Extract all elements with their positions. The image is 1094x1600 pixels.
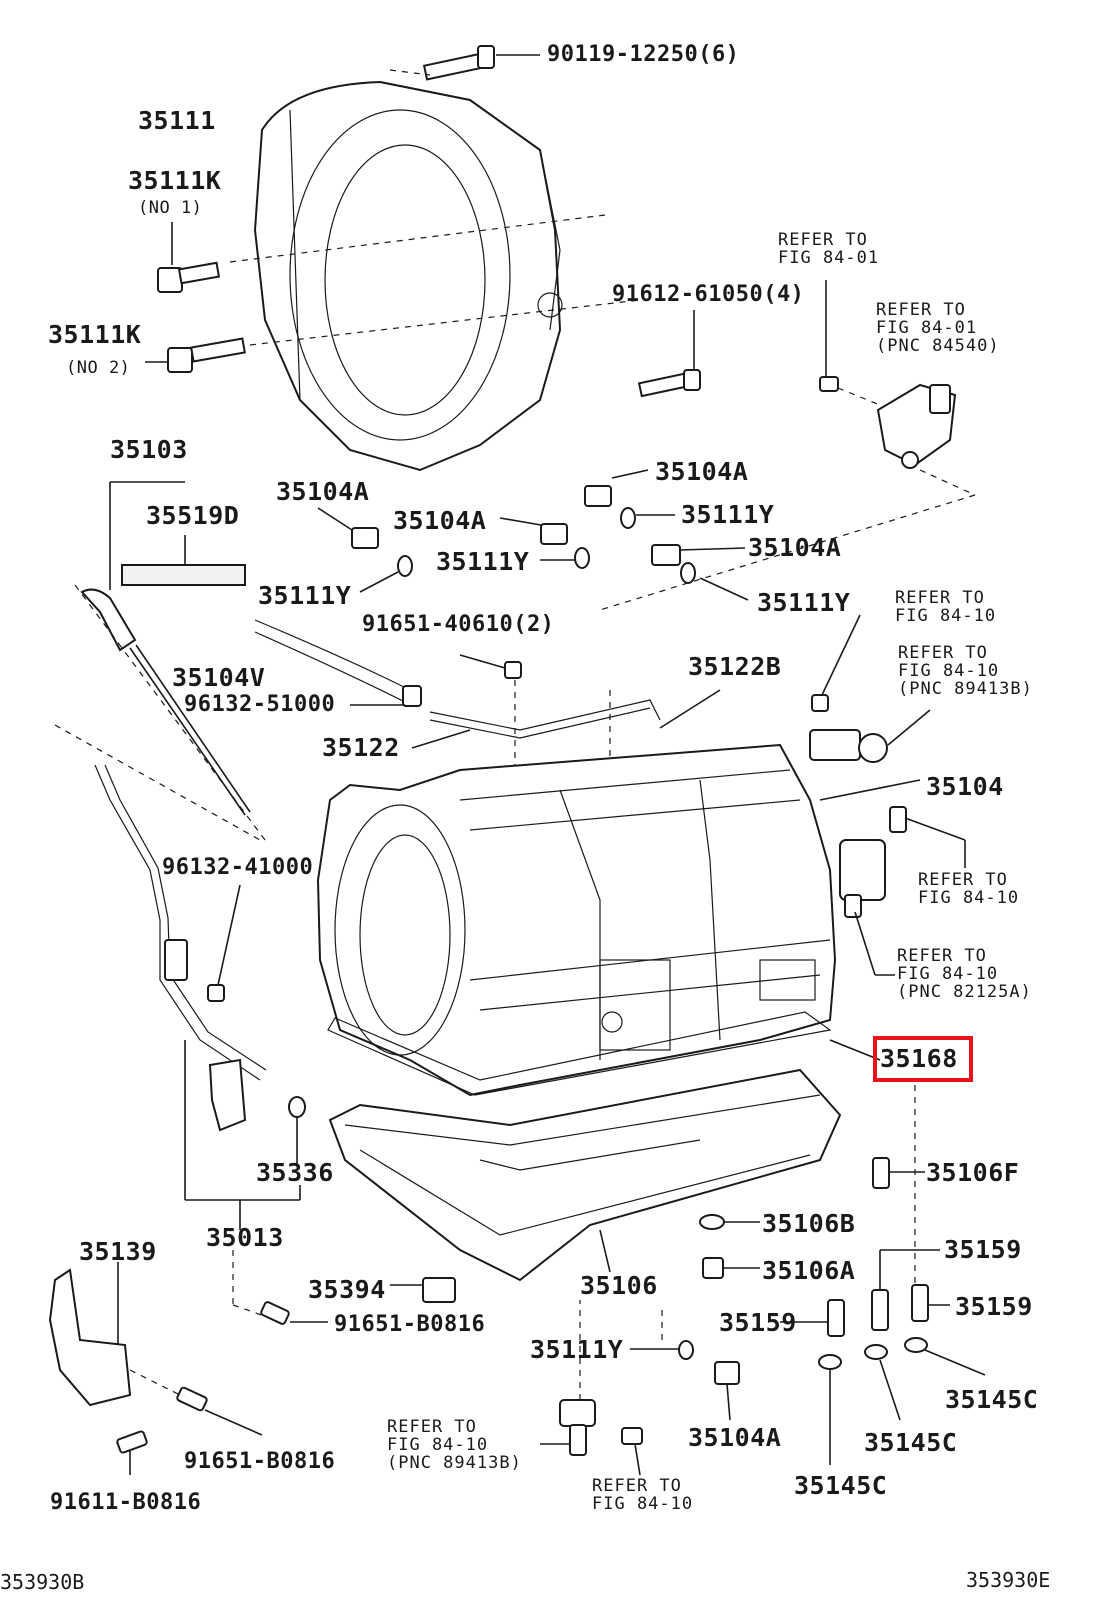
dipstick-drawing [80, 481, 251, 816]
oil-pan-drawing [328, 1068, 842, 1282]
label-35159-2[interactable]: 35159 [719, 1308, 797, 1337]
label-35145c-3[interactable]: 35145C [794, 1471, 888, 1500]
sensor-82125a-drawing [819, 779, 966, 976]
label-35336[interactable]: 35336 [256, 1158, 334, 1187]
label-96132-51000[interactable]: 96132-51000 [184, 692, 336, 717]
bolt-90119-drawing [422, 45, 540, 81]
label-35159-3[interactable]: 35159 [955, 1292, 1033, 1321]
label-35168[interactable]: 35168 [880, 1044, 958, 1073]
label-91611-b0816[interactable]: 91611-B0816 [50, 1490, 202, 1515]
selected-part-highlight [873, 1036, 973, 1082]
bell-housing-drawing [253, 80, 563, 472]
bolt-35111k-no1-drawing [157, 222, 221, 293]
label-35111y-1[interactable]: 35111Y [681, 500, 775, 529]
label-35111k-no2[interactable]: 35111K [48, 320, 142, 349]
label-35145c-2[interactable]: 35145C [864, 1428, 958, 1457]
plugs-drawing [317, 469, 749, 601]
label-91651-40610[interactable]: 91651-40610(2) [362, 612, 555, 637]
label-35159-1[interactable]: 35159 [944, 1235, 1022, 1264]
transmission-case-drawing [316, 743, 837, 1097]
label-35104a-1[interactable]: 35104A [276, 477, 370, 506]
figure-code-left: 353930B [0, 1570, 85, 1594]
label-35103[interactable]: 35103 [110, 435, 188, 464]
bolt-35111k-no2-drawing [145, 337, 246, 373]
label-35106[interactable]: 35106 [580, 1271, 658, 1300]
label-90119-12250[interactable]: 90119-12250(6) [547, 42, 740, 67]
label-91651-b0816-lower[interactable]: 91651-B0816 [184, 1449, 336, 1474]
label-35111k-no1[interactable]: 35111K [128, 166, 222, 195]
sensor-84540-drawing [819, 280, 957, 469]
bolt-91651-b0816-upper [260, 1301, 328, 1325]
label-35122[interactable]: 35122 [322, 733, 400, 762]
gasket-drawing [327, 1011, 881, 1096]
label-35111y-5[interactable]: 35111Y [530, 1335, 624, 1364]
drain-fasteners-drawing [630, 1085, 986, 1465]
label-35104[interactable]: 35104 [926, 772, 1004, 801]
breather-hose-drawing [254, 619, 422, 707]
label-35106b[interactable]: 35106B [762, 1209, 856, 1238]
label-91651-b0816-upper[interactable]: 91651-B0816 [334, 1312, 486, 1337]
label-35394[interactable]: 35394 [308, 1275, 386, 1304]
label-91612-61050[interactable]: 91612-61050(4) [612, 282, 805, 307]
label-35104a-2[interactable]: 35104A [393, 506, 487, 535]
pad-35394 [390, 1277, 456, 1303]
tube-35122-drawing [411, 654, 721, 749]
bolt-91612-drawing [637, 310, 701, 398]
label-35104a-4[interactable]: 35104A [748, 533, 842, 562]
label-35013[interactable]: 35013 [206, 1223, 284, 1252]
label-96132-41000[interactable]: 96132-41000 [162, 855, 314, 880]
label-35106f[interactable]: 35106F [926, 1158, 1020, 1187]
label-no2: (NO 2) [66, 358, 131, 378]
label-35519d[interactable]: 35519D [146, 501, 240, 530]
label-35111[interactable]: 35111 [138, 106, 216, 135]
label-35111y-4[interactable]: 35111Y [757, 588, 851, 617]
cooler-pipe-drawing [94, 764, 306, 1165]
label-35139[interactable]: 35139 [79, 1237, 157, 1266]
label-35104v[interactable]: 35104V [172, 663, 266, 692]
sensor-89413b-drawing [809, 614, 931, 763]
label-35111y-2[interactable]: 35111Y [436, 547, 530, 576]
figure-code-right: 353930E [966, 1568, 1051, 1592]
label-35104a-3[interactable]: 35104A [655, 457, 749, 486]
label-35111y-3[interactable]: 35111Y [258, 581, 352, 610]
label-35122b[interactable]: 35122B [688, 652, 782, 681]
label-no1: (NO 1) [138, 198, 203, 218]
label-35106a[interactable]: 35106A [762, 1256, 856, 1285]
bolt-91611-b0816 [116, 1430, 148, 1475]
sensor-lower-drawing [540, 1300, 643, 1476]
label-35104a-5[interactable]: 35104A [688, 1423, 782, 1452]
bolt-91651-b0816-lower [129, 1369, 263, 1436]
bracket-35139-drawing [48, 1262, 132, 1407]
label-35145c-1[interactable]: 35145C [945, 1385, 1039, 1414]
